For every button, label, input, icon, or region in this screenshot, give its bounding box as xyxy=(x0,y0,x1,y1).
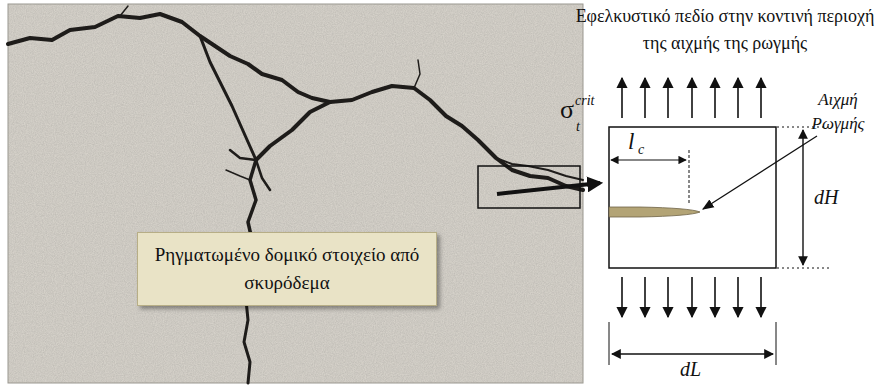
stress-superscript: crit xyxy=(575,93,594,108)
element-block xyxy=(609,127,776,268)
crack-length-symbol: l xyxy=(628,129,634,154)
node-text: Ρηγματωμένο δομικό στοιχείο από σκυρόδεμ… xyxy=(154,241,420,296)
height-label: dH xyxy=(814,186,838,208)
crack-shape xyxy=(609,207,700,217)
stress-symbol: σ xyxy=(560,96,574,125)
title: Εφελκυστικό πεδίο στην κοντινή περιοχή τ… xyxy=(575,3,875,57)
length-label: dL xyxy=(680,358,701,380)
crack-length-dimension xyxy=(611,150,689,205)
concrete-photo xyxy=(8,4,583,383)
tip-leader xyxy=(703,136,817,209)
tip-label: Αιχμή Ρωγμής xyxy=(802,88,874,136)
label-box: Ρηγματωμένο δομικό στοιχείο από σκυρόδεμ… xyxy=(137,232,437,305)
stress-subscript: t xyxy=(576,119,580,134)
zoom-arrow xyxy=(497,183,600,194)
crack-length-subscript: c xyxy=(638,142,644,157)
